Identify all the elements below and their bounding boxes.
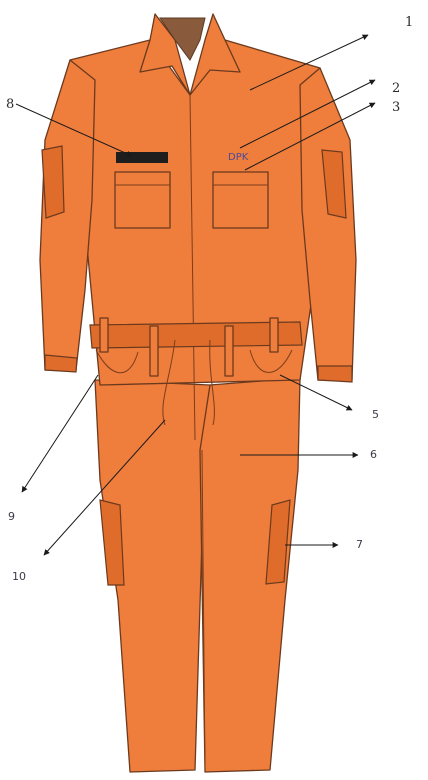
belt-loop (100, 318, 108, 352)
callout-6: 6 (370, 448, 377, 461)
name-badge (116, 152, 168, 163)
left-thigh-pocket (100, 500, 124, 585)
callout-9: 9 (8, 510, 15, 523)
belt-loop (150, 326, 158, 376)
belt-loop (225, 326, 233, 376)
callout-7: 7 (356, 538, 363, 551)
callout-10: 10 (12, 570, 26, 583)
right-sleeve (300, 68, 356, 380)
right-cuff (318, 366, 352, 382)
chest-text: DPK (228, 152, 249, 163)
callout-3: 3 (392, 100, 400, 115)
right-chest-pocket (213, 172, 268, 228)
coverall-illustration: DPK (40, 14, 356, 772)
belt-loop (270, 318, 278, 352)
left-cuff (45, 355, 77, 372)
callout-5: 5 (372, 408, 379, 421)
callout-1: 1 (405, 15, 413, 30)
left-chest-pocket (115, 172, 170, 228)
callout-2: 2 (392, 81, 400, 96)
callout-8: 8 (6, 97, 14, 112)
left-sleeve-pocket (42, 146, 64, 218)
leader-line-9 (22, 375, 98, 492)
